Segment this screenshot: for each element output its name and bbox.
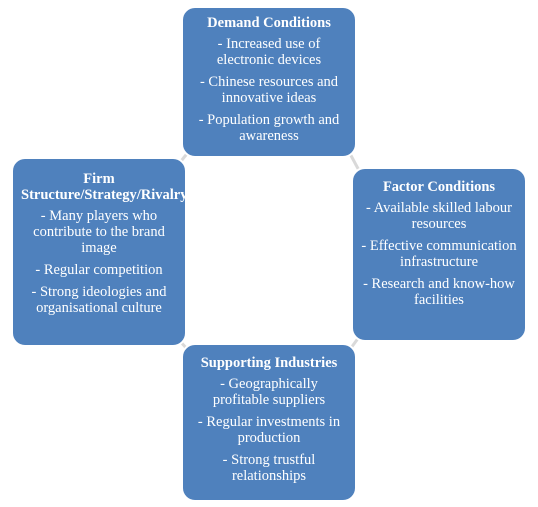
demand-conditions-title: Demand Conditions bbox=[207, 15, 331, 31]
demand-item: - Chinese resources and innovative ideas bbox=[199, 74, 339, 106]
factor-conditions-box: Factor Conditions - Available skilled la… bbox=[351, 167, 527, 342]
firm-item: - Many players who contribute to the bra… bbox=[33, 208, 165, 256]
supporting-industries-title: Supporting Industries bbox=[200, 355, 338, 371]
factor-item: - Research and know-how facilities bbox=[363, 276, 515, 308]
support-item: - Regular investments in production bbox=[197, 414, 341, 446]
support-item: - Strong trustful relationships bbox=[222, 452, 316, 484]
demand-conditions-box: Demand Conditions - Increased use of ele… bbox=[181, 6, 357, 158]
factor-item: - Available skilled labour resources bbox=[366, 200, 512, 232]
support-item: - Geographically profitable suppliers bbox=[212, 376, 326, 408]
firm-item: - Regular competition bbox=[35, 262, 163, 278]
factor-conditions-title: Factor Conditions bbox=[382, 179, 496, 195]
supporting-industries-box: Supporting Industries - Geographically p… bbox=[181, 343, 357, 502]
demand-item: - Increased use of electronic devices bbox=[216, 36, 322, 68]
firm-strategy-rivalry-box: Firm Structure/Strategy/Rivalry - Many p… bbox=[11, 157, 187, 347]
demand-item: - Population growth and awareness bbox=[198, 112, 340, 144]
factor-item: - Effective communication infrastructure bbox=[361, 238, 517, 270]
firm-item: - Strong ideologies and organisational c… bbox=[31, 284, 167, 316]
firm-strategy-rivalry-title: Firm Structure/Strategy/Rivalry bbox=[21, 171, 188, 203]
